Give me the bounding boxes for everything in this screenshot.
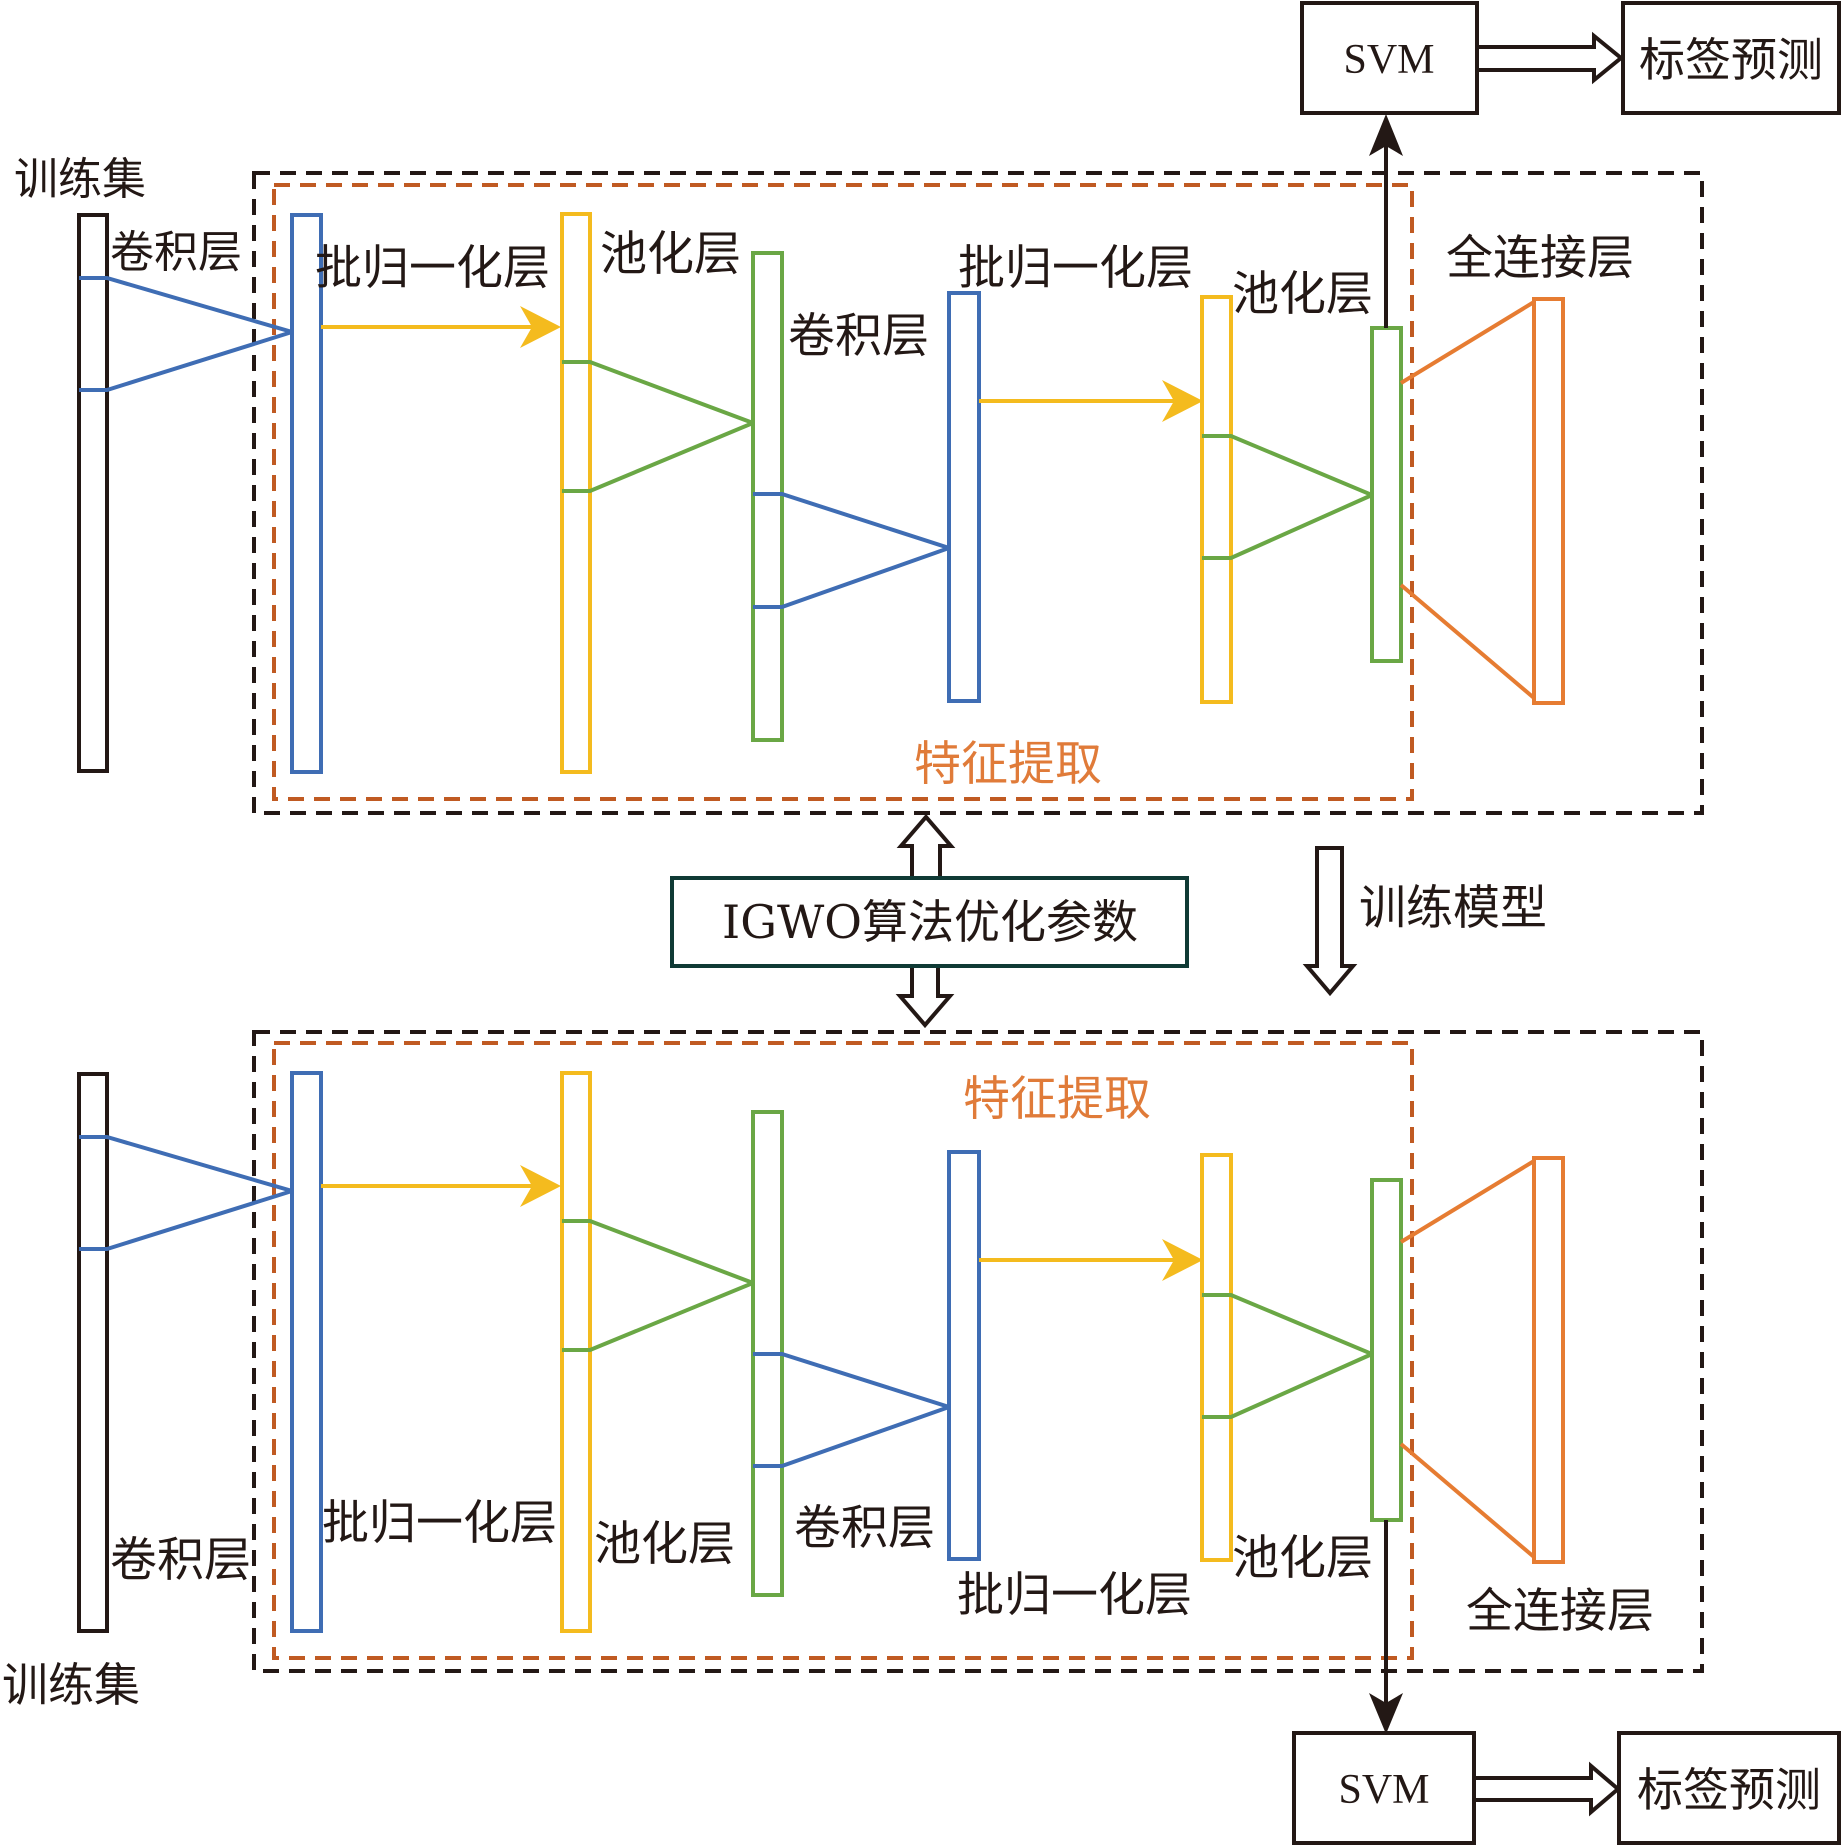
bottom-feature-extraction-frame (272, 1041, 1414, 1660)
top-bn1-bar (290, 213, 323, 774)
top-fc-bar (1532, 297, 1565, 705)
top-arrowhead-svm (1369, 114, 1403, 156)
top-pool2-label: 池化层 (1232, 267, 1373, 322)
top-pool1-label: 池化层 (600, 227, 741, 282)
bottom-pool2-bar (1200, 1153, 1233, 1562)
train-model-label: 训练模型 (1359, 881, 1547, 936)
bottom-arrowhead-pool1 (520, 1165, 561, 1207)
top-pool2-bar (1200, 295, 1233, 704)
bottom-bn1-bar (290, 1071, 323, 1633)
bottom-fc-line-upper (1399, 1159, 1536, 1244)
bottom-outer-dashed-frame (252, 1030, 1704, 1673)
top-svm-box (1300, 1, 1479, 115)
train-model-hollow-arrow (1302, 846, 1358, 997)
bottom-bn2-bar (947, 1150, 981, 1561)
top-input-label: 训练集 (14, 154, 146, 205)
bottom-flatten-bar (1370, 1178, 1403, 1522)
top-bn2-bar (947, 291, 981, 703)
bottom-bn1-label: 批归一化层 (322, 1496, 557, 1551)
bottom-svm-label: SVM (1338, 1767, 1429, 1813)
top-input-bar (77, 213, 109, 773)
top-conv1-label: 卷积层 (110, 227, 242, 278)
top-prediction-label: 标签预测 (1639, 33, 1823, 87)
top-arrowhead-pool2 (1162, 380, 1203, 422)
top-outer-dashed-frame (252, 171, 1704, 815)
bottom-conv1-kernel-lines (79, 1135, 299, 1251)
bottom-bn2-label: 批归一化层 (957, 1568, 1192, 1623)
top-conv2-bar (751, 251, 784, 742)
top-conv1-kernel-lines (79, 276, 299, 392)
top-fc-label: 全连接层 (1446, 231, 1634, 286)
bottom-fc-line-lower (1399, 1442, 1536, 1559)
top-conv2-label: 卷积层 (788, 309, 929, 364)
bottom-pool1-label: 池化层 (594, 1517, 735, 1572)
top-fc-line-lower (1399, 583, 1536, 700)
top-svm-label: SVM (1343, 37, 1434, 83)
top-hollow-arrow-to-prediction (1475, 31, 1625, 85)
bottom-prediction-label: 标签预测 (1637, 1763, 1821, 1817)
igwo-box (670, 876, 1189, 968)
bottom-feature-extraction-label: 特征提取 (963, 1072, 1151, 1127)
top-bn2-label: 批归一化层 (958, 241, 1193, 296)
bottom-section: 训练集 卷积层 批归一化层 池化层 卷积层 批归一化层 池化层 全连接层 特征提… (2, 1030, 1841, 1845)
igwo-label: IGWO算法优化参数 (722, 895, 1138, 949)
top-prediction-box (1621, 1, 1841, 115)
bottom-input-label: 训练集 (2, 1658, 140, 1712)
top-flatten-bar (1370, 326, 1403, 663)
top-section: 训练集 卷积层 批归一化层 池化层 卷积层 批归一化层 池化层 全连接层 特征提… (14, 1, 1841, 815)
middle-section: IGWO算法优化参数 训练模型 (670, 813, 1547, 1029)
top-bn1-label: 批归一化层 (315, 241, 550, 296)
top-feature-extraction-label: 特征提取 (914, 737, 1102, 792)
igwo-hollow-arrow-down (895, 964, 955, 1029)
bottom-pool2-label: 池化层 (1232, 1531, 1373, 1586)
bottom-prediction-box (1617, 1731, 1841, 1845)
bottom-arrowhead-pool2 (1162, 1239, 1203, 1281)
bottom-conv2-label: 卷积层 (794, 1501, 935, 1556)
bottom-hollow-arrow-to-prediction (1472, 1761, 1622, 1817)
bottom-fc-label: 全连接层 (1466, 1584, 1654, 1639)
top-feature-extraction-frame (272, 183, 1414, 801)
bottom-arrowhead-svm (1369, 1693, 1403, 1734)
bottom-fc-bar (1532, 1156, 1565, 1564)
top-arrowhead-pool1 (520, 306, 561, 348)
top-fc-line-upper (1399, 300, 1536, 385)
bottom-conv1-label: 卷积层 (110, 1533, 251, 1588)
bottom-input-bar (77, 1072, 109, 1633)
